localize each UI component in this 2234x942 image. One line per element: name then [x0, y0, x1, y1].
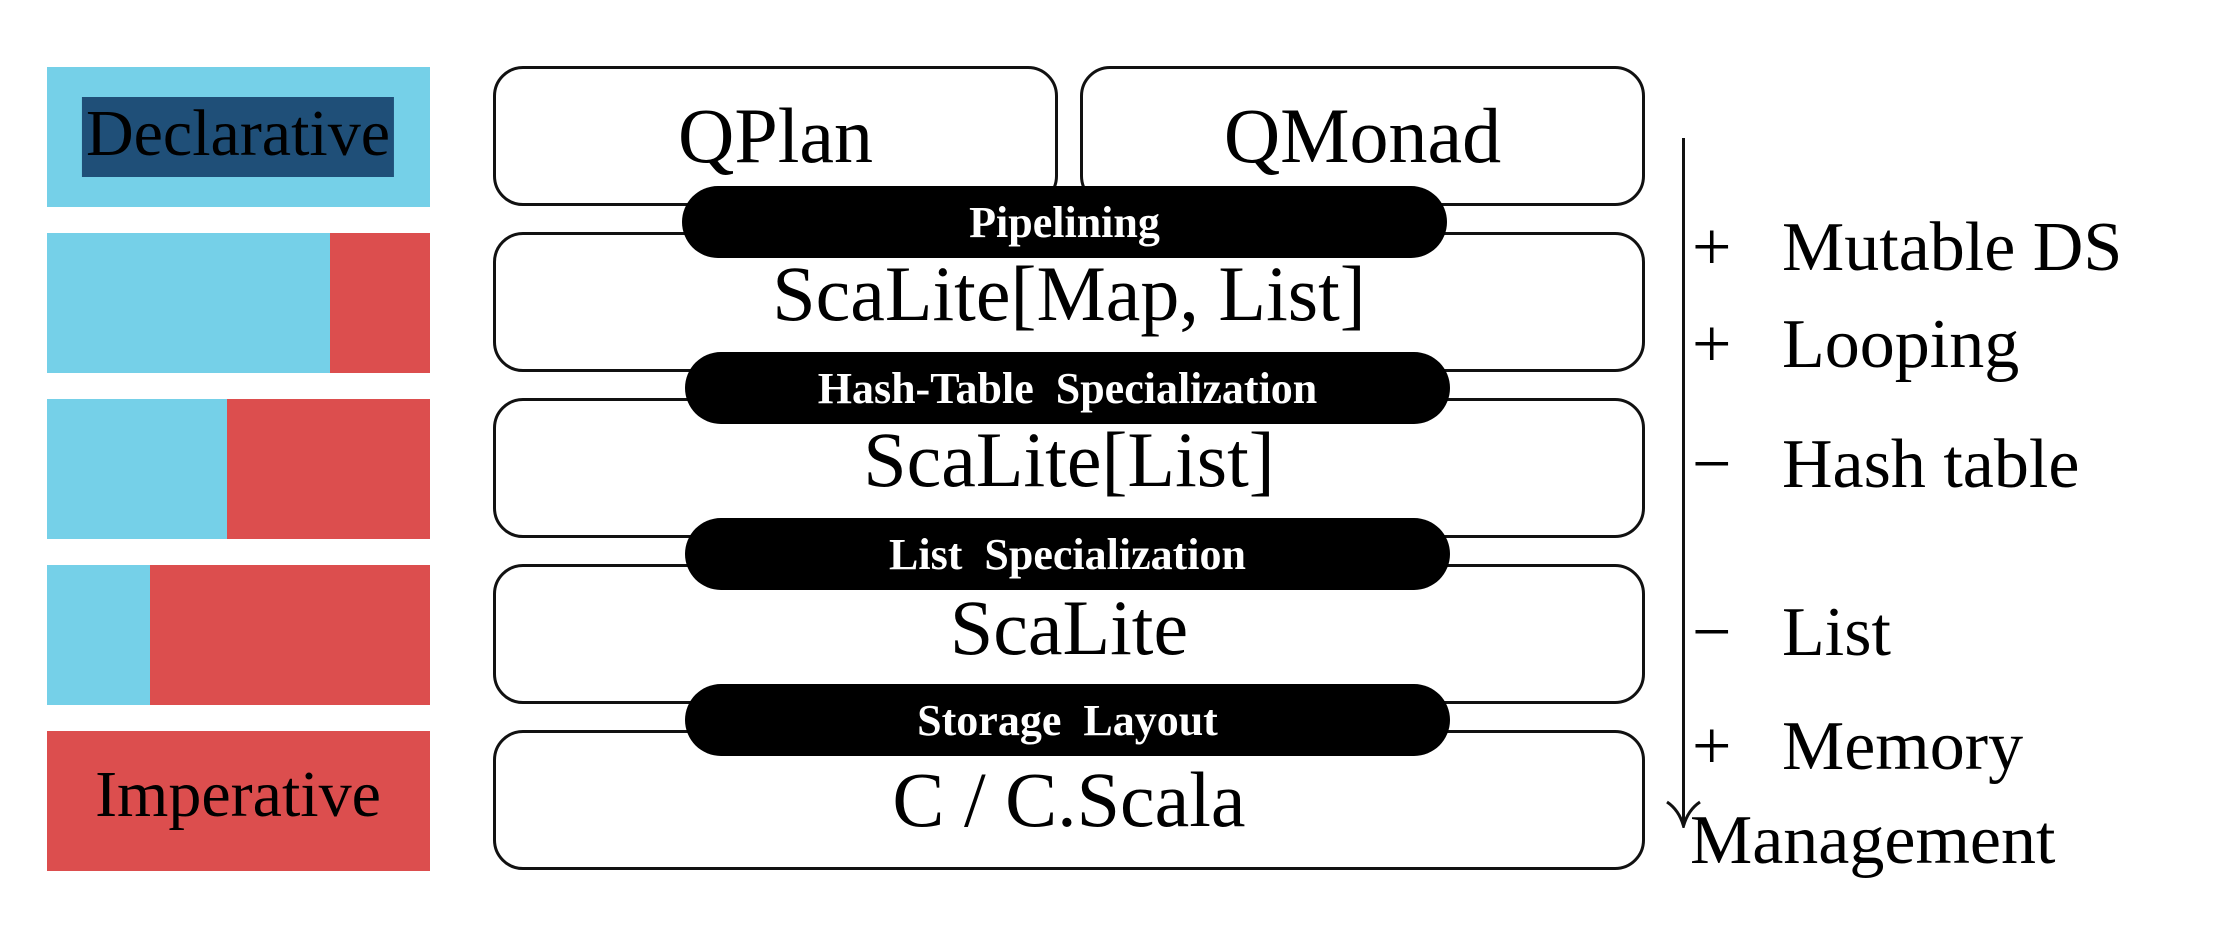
declarative-segment: [47, 565, 151, 705]
arrow-head-icon: [1666, 800, 1701, 828]
qplan-box: QPlan: [493, 66, 1058, 206]
change-text: Hash table: [1782, 426, 2080, 503]
declarative-segment: [47, 399, 227, 539]
imperative-label: Imperative: [95, 758, 381, 831]
change-sign: +: [1692, 209, 1732, 286]
change-text: Memory: [1782, 708, 2024, 785]
spectrum-bar-imperative: [47, 731, 430, 871]
change-sign: −: [1692, 426, 1732, 503]
change-text: List: [1782, 594, 1891, 671]
change-text: Management: [1690, 802, 2056, 879]
change-memory: +Memory: [1692, 712, 2023, 782]
spectrum-bar-4: [47, 565, 430, 705]
progression-arrow-line: [1682, 138, 1685, 824]
scalite-label: ScaLite: [949, 584, 1189, 671]
scalite-map-list-label: ScaLite[Map, List]: [772, 250, 1366, 337]
change-mutable-ds: +Mutable DS: [1692, 213, 2122, 283]
imperative-segment: [150, 565, 430, 705]
change-text: Mutable DS: [1782, 209, 2123, 286]
imperative-segment: [47, 731, 430, 871]
change-management: Management: [1690, 806, 2055, 876]
transform-hash-table-specialization: Hash-Table Specialization: [685, 352, 1450, 424]
declarative-label: Declarative: [81, 97, 395, 177]
change-looping: +Looping: [1692, 310, 2019, 380]
change-sign: −: [1692, 594, 1732, 671]
change-text: Looping: [1782, 306, 2020, 383]
imperative-segment: [330, 233, 430, 373]
change-list: −List: [1692, 598, 1891, 668]
change-hash-table: −Hash table: [1692, 430, 2079, 500]
c-scala-label: C / C.Scala: [892, 756, 1246, 843]
change-sign: +: [1692, 306, 1732, 383]
transform-pipelining: Pipelining: [682, 186, 1447, 258]
scalite-list-label: ScaLite[List]: [863, 416, 1275, 503]
transform-storage-layout: Storage Layout: [685, 684, 1450, 756]
qmonad-label: QMonad: [1223, 92, 1502, 179]
scalite-map-list-box: ScaLite[Map, List]: [493, 232, 1645, 372]
imperative-segment: [227, 399, 430, 539]
spectrum-bar-2: [47, 233, 430, 373]
change-sign: +: [1692, 708, 1732, 785]
declarative-segment: [47, 233, 331, 373]
spectrum-bar-3: [47, 399, 430, 539]
qplan-label: QPlan: [678, 92, 873, 179]
qmonad-box: QMonad: [1080, 66, 1645, 206]
transform-list-specialization: List Specialization: [685, 518, 1450, 590]
